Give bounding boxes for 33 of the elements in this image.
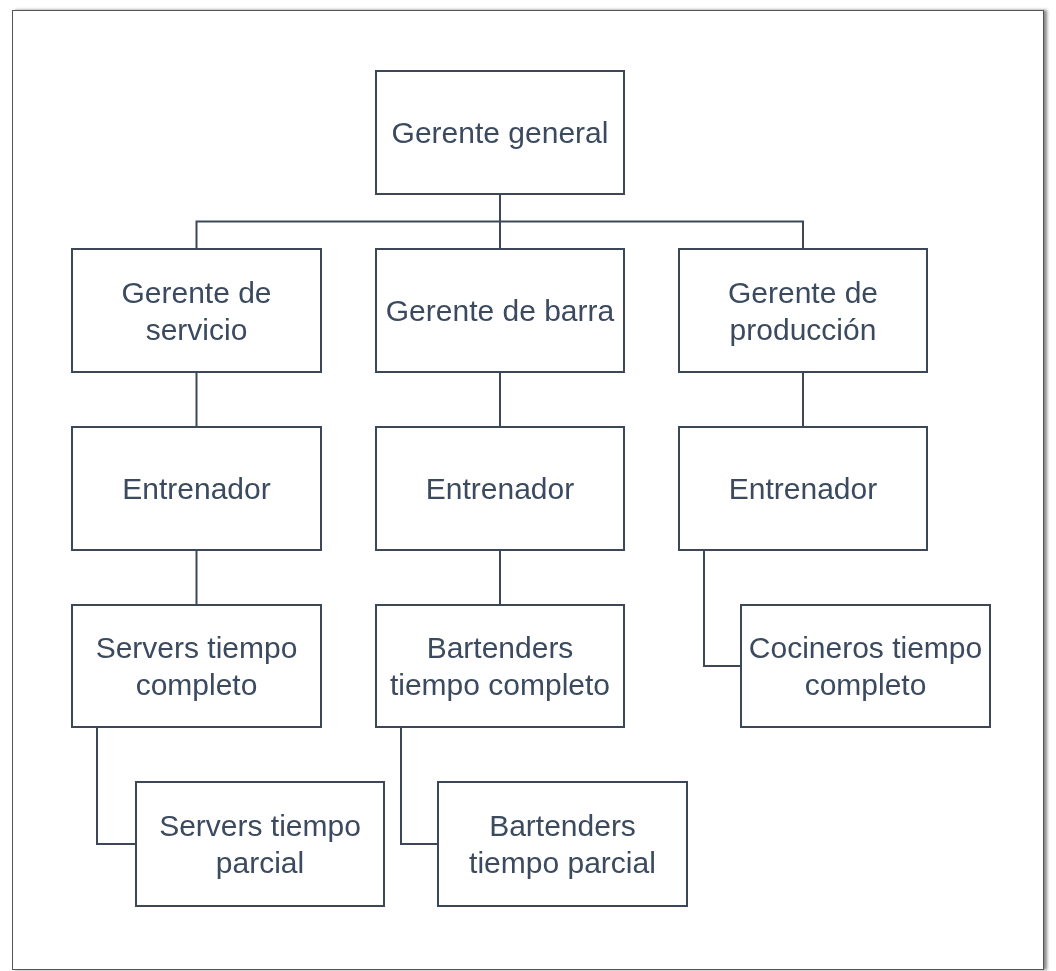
connector-line <box>195 550 198 605</box>
connector-line <box>802 372 804 427</box>
role-label: Bartenders tiempo parcial <box>468 808 657 881</box>
connector-line <box>703 550 741 667</box>
connector-line <box>499 194 804 249</box>
connector-line <box>499 550 501 605</box>
org-box <box>71 604 322 728</box>
role-label: Gerente general <box>390 115 610 151</box>
role-label: Gerente de producción <box>726 274 880 348</box>
org-box <box>740 604 991 728</box>
connector-line <box>400 727 438 845</box>
org-box <box>135 781 385 907</box>
org-box <box>375 248 625 373</box>
role-label: Bartenders tiempo completo <box>388 630 612 703</box>
role-label: Servers tiempo completo <box>94 630 299 703</box>
org-box <box>678 426 928 551</box>
org-box <box>678 248 928 373</box>
role-label: Entrenador <box>121 471 272 507</box>
org-box <box>375 604 625 728</box>
connector-line <box>499 372 501 427</box>
org-box <box>71 426 322 551</box>
connector-line <box>96 727 136 845</box>
role-label: Entrenador <box>424 471 576 507</box>
org-box <box>375 70 625 195</box>
org-box <box>375 426 625 551</box>
role-label: Gerente de barra <box>384 293 616 329</box>
role-label: Entrenador <box>727 471 879 507</box>
role-label: Servers tiempo parcial <box>158 808 362 881</box>
org-box <box>437 781 688 907</box>
role-label: Cocineros tiempo completo <box>747 630 984 703</box>
org-box <box>71 248 322 373</box>
role-label: Gerente de servicio <box>120 274 273 348</box>
connector-line <box>195 372 198 427</box>
